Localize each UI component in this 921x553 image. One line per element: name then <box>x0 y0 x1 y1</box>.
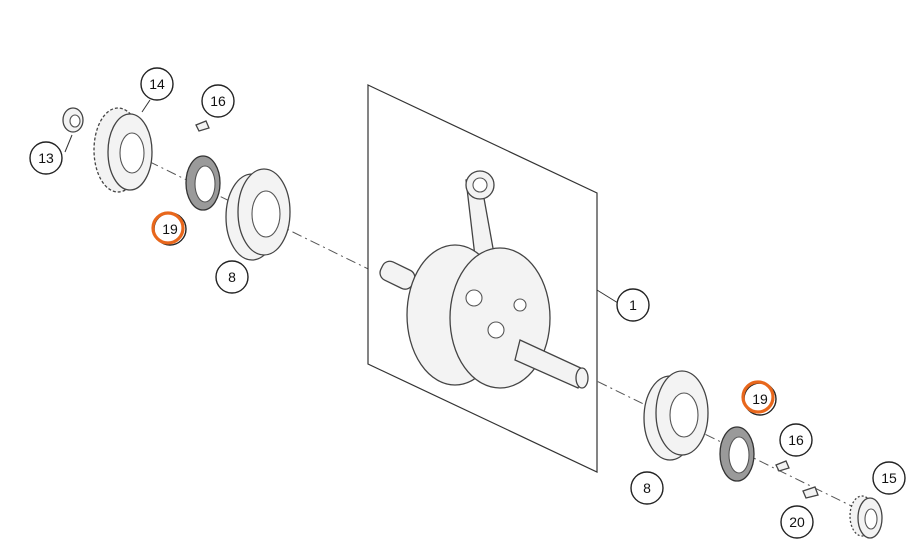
shaft-seal-ring-upper <box>185 155 221 211</box>
svg-text:14: 14 <box>149 76 165 92</box>
callout-14: 14 <box>140 67 174 101</box>
gear-part-15 <box>849 495 883 539</box>
woodruff-key-lower <box>775 460 790 472</box>
callout-13: 13 <box>29 141 63 175</box>
callout-20: 20 <box>780 505 814 539</box>
callout-19-lower: 19 <box>741 380 777 416</box>
svg-text:19: 19 <box>752 391 768 407</box>
svg-text:8: 8 <box>228 269 236 285</box>
shaft-seal-ring-lower <box>719 426 755 482</box>
callout-15: 15 <box>872 461 906 495</box>
woodruff-key-upper <box>195 120 210 132</box>
svg-text:15: 15 <box>881 470 897 486</box>
callout-19-upper: 19 <box>151 211 187 246</box>
svg-text:20: 20 <box>789 514 805 530</box>
callout-8-upper: 8 <box>215 260 249 294</box>
ball-bearing-lower <box>643 370 709 461</box>
svg-text:8: 8 <box>643 480 651 496</box>
svg-text:19: 19 <box>162 221 178 237</box>
callout-8-lower: 8 <box>630 471 664 505</box>
svg-text:16: 16 <box>210 93 226 109</box>
callout-1: 1 <box>616 288 650 322</box>
callout-16-lower: 16 <box>779 423 813 457</box>
woodruff-key-20 <box>802 486 819 499</box>
svg-text:1: 1 <box>629 297 637 313</box>
primary-gear-part <box>93 107 153 193</box>
nut-part <box>62 107 84 133</box>
ball-bearing-upper <box>225 168 291 261</box>
svg-text:13: 13 <box>38 150 54 166</box>
highlight-ring <box>151 211 185 245</box>
crankshaft-part <box>379 170 589 389</box>
highlight-ring <box>741 380 775 414</box>
svg-text:16: 16 <box>788 432 804 448</box>
leader-lines <box>64 99 619 304</box>
callout-16-upper: 16 <box>201 84 235 118</box>
